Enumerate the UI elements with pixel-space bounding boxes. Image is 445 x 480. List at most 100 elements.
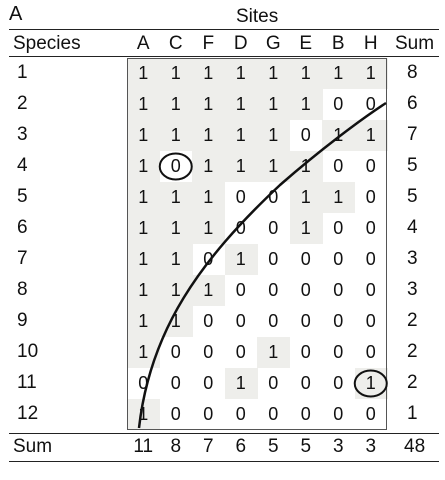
matrix-cell: 1 [138,249,149,269]
matrix-cell: 0 [268,280,279,300]
matrix-cell: 1 [138,187,149,207]
matrix-cell: 0 [300,373,311,393]
matrix-cell: 1 [300,63,311,83]
matrix-cell: 1 [203,94,214,114]
matrix-cell: 1 [365,125,376,145]
matrix-cell: 1 [333,125,344,145]
presence-shade [127,58,160,89]
presence-shade [289,182,323,213]
species-label: Species [13,33,81,54]
sum-row-label: Sum [13,436,53,457]
species-label-item: 11 [17,372,37,393]
matrix-cell: 0 [268,218,279,238]
presence-shade [159,58,193,89]
matrix-cell: 1 [235,249,246,269]
matrix-cell: 1 [235,373,246,393]
matrix-cell: 1 [138,218,149,238]
presence-shade [192,213,225,244]
matrix-cell: 0 [365,404,376,424]
matrix-cell: 0 [365,156,376,176]
matrix-cell: 1 [235,94,246,114]
matrix-cell: 1 [203,218,214,238]
matrix-cell: 1 [170,218,181,238]
matrix-cell: 0 [300,342,311,362]
matrix-cell: 1 [203,280,214,300]
matrix-cell: 0 [300,311,311,331]
matrix-cell: 1 [138,156,149,176]
matrix-cell: 0 [235,404,246,424]
matrix-cell: 0 [170,373,181,393]
presence-shade [127,89,160,120]
row-sum: 2 [407,372,418,393]
matrix-cell: 0 [333,373,344,393]
matrix-cell: 1 [333,187,344,207]
row-sum: 1 [407,403,418,424]
presence-shade [159,120,193,151]
matrix-cell: 0 [333,342,344,362]
site-header: E [299,33,313,54]
presence-shade [224,151,258,182]
presence-shade [192,275,225,306]
presence-shade [224,58,258,89]
presence-shade [192,89,225,120]
column-sum: 6 [235,436,247,457]
matrix-cell: 1 [138,311,149,331]
matrix-cell: 0 [268,404,279,424]
site-header: H [363,33,378,54]
row-sum: 2 [407,341,418,362]
presence-shade [322,58,355,89]
sites-label: Sites [236,6,279,27]
circled-cell-marker [158,152,193,181]
matrix-cell: 1 [138,125,149,145]
matrix-cell: 1 [365,373,376,393]
row-sum: 2 [407,310,418,331]
site-header: C [168,33,183,54]
matrix-cell: 0 [203,342,214,362]
species-label-item: 10 [17,341,39,362]
matrix-cell: 1 [203,125,214,145]
header-rule-bottom [9,56,439,57]
presence-shade [224,120,258,151]
species-label-item: 8 [17,279,28,300]
presence-shade [257,120,290,151]
column-sum: 3 [332,436,344,457]
grand-total: 48 [404,436,426,457]
presence-shade [127,275,160,306]
panel-label: A [9,3,23,25]
presence-shade [224,89,258,120]
matrix-cell: 1 [170,125,181,145]
presence-shade [354,120,388,151]
circled-cell-marker [353,369,388,398]
presence-shade [289,58,323,89]
matrix-cell: 0 [333,311,344,331]
matrix-cell: 0 [203,373,214,393]
species-label-item: 3 [17,124,28,145]
matrix-cell: 0 [300,280,311,300]
row-sum: 5 [407,155,418,176]
column-sum: 11 [133,436,154,457]
presence-shade [192,182,225,213]
presence-shade [127,120,160,151]
matrix-cell: 0 [333,218,344,238]
sum-row-rule [9,433,439,434]
matrix-cell: 0 [235,187,246,207]
matrix-cell: 0 [333,280,344,300]
matrix-cell: 0 [365,249,376,269]
matrix-cell: 0 [235,311,246,331]
presence-shade [192,151,225,182]
presence-shade [289,89,323,120]
matrix-cell: 1 [300,156,311,176]
matrix-cell: 1 [365,63,376,83]
matrix-cell: 1 [235,125,246,145]
species-label-item: 4 [17,155,28,176]
matrix-cell: 1 [235,156,246,176]
presence-shade [159,213,193,244]
matrix-cell: 0 [365,218,376,238]
species-label-item: 2 [17,93,28,114]
matrix-cell: 1 [268,94,279,114]
matrix-cell: 0 [138,373,149,393]
presence-shade [159,244,193,275]
presence-shade [127,306,160,337]
matrix-cell: 1 [138,342,149,362]
